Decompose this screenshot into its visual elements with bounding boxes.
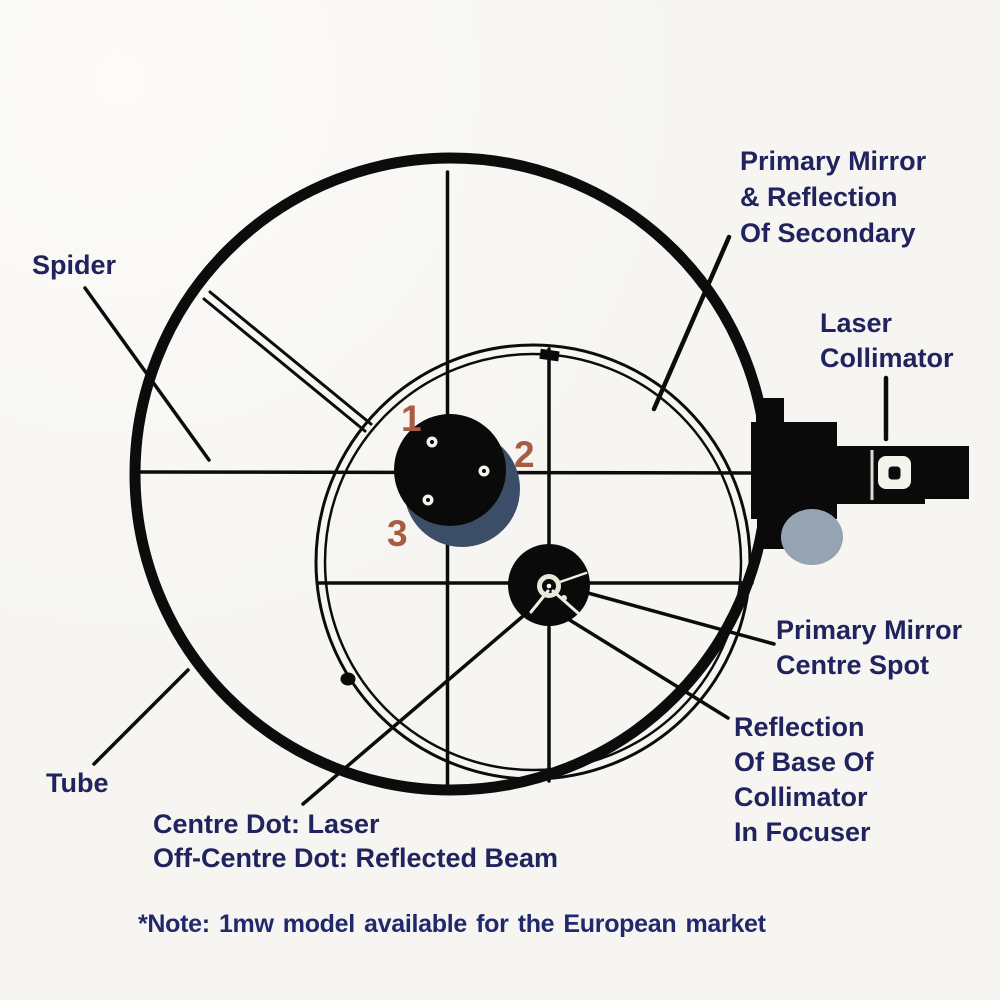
label-centre-dot: Centre Dot: Laser Off-Centre Dot: Reflec… xyxy=(153,807,558,875)
primary-mirror-leader-line xyxy=(651,234,732,412)
primary-reflection-circle-inner xyxy=(323,352,743,772)
label-line: & Reflection xyxy=(740,182,898,212)
reflection-circle-blob xyxy=(340,672,356,686)
collimator-barrel-tip xyxy=(925,446,969,499)
mirror-clip-dot-center xyxy=(482,469,486,473)
label-tube: Tube xyxy=(46,768,109,798)
label-line: Off-Centre Dot: Reflected Beam xyxy=(153,843,559,873)
spider-leader-line xyxy=(83,286,211,462)
label-line: Of Base Of xyxy=(734,747,874,777)
laser-collimator-assembly xyxy=(751,398,969,565)
label-line: Centre Dot: Laser xyxy=(153,809,380,839)
reflection-base-leader-line xyxy=(558,612,730,720)
footnote: *Note: 1mw model available for the Europ… xyxy=(138,910,766,938)
label-line: Reflection xyxy=(734,712,865,742)
collimator-knob xyxy=(781,509,843,565)
label-reflection-of-base: Reflection Of Base Of Collimator In Focu… xyxy=(734,710,874,850)
label-line: Laser xyxy=(820,308,893,338)
primary-reflection-circle-outer xyxy=(314,343,752,781)
label-line: Collimator xyxy=(820,343,954,373)
label-line: Of Secondary xyxy=(740,218,916,248)
label-line: Collimator xyxy=(734,782,868,812)
label-primary-mirror-centre-spot: Primary Mirror Centre Spot xyxy=(776,613,962,683)
centre-dot-leader-line xyxy=(301,609,531,806)
label-line: Centre Spot xyxy=(776,650,930,680)
laser-centre-dot xyxy=(546,583,552,589)
marker-number-2: 2 xyxy=(514,434,535,475)
collimator-aperture-dot xyxy=(888,466,901,480)
label-spider: Spider xyxy=(32,250,117,280)
label-laser-collimator: Laser Collimator xyxy=(820,306,954,376)
spider-diagonal-vane-a xyxy=(202,297,367,433)
label-line: Primary Mirror xyxy=(740,146,927,176)
collimator-highlight-line xyxy=(870,450,874,500)
focuser-block xyxy=(751,422,837,519)
spider-diagonal-vane-b xyxy=(208,290,373,426)
label-line: In Focuser xyxy=(734,817,871,847)
mirror-clip-dot-center xyxy=(426,498,430,502)
marker-number-3: 3 xyxy=(387,513,408,554)
laser-ring xyxy=(537,574,561,598)
focuser-step-block xyxy=(756,398,784,426)
marker-number-1: 1 xyxy=(401,398,422,439)
centre-spot-white-segment-c xyxy=(555,571,588,585)
secondary-shadow-circle xyxy=(394,414,506,526)
label-line: Primary Mirror xyxy=(776,615,963,645)
tube-leader-line xyxy=(92,668,190,766)
mirror-clip-dots xyxy=(422,436,490,506)
off-centre-reflected-dot xyxy=(561,595,567,601)
label-primary-mirror-reflection: Primary Mirror & Reflection Of Secondary xyxy=(740,143,926,251)
centre-spot-leader-line xyxy=(586,591,776,646)
mirror-clip-dot-center xyxy=(430,440,434,444)
